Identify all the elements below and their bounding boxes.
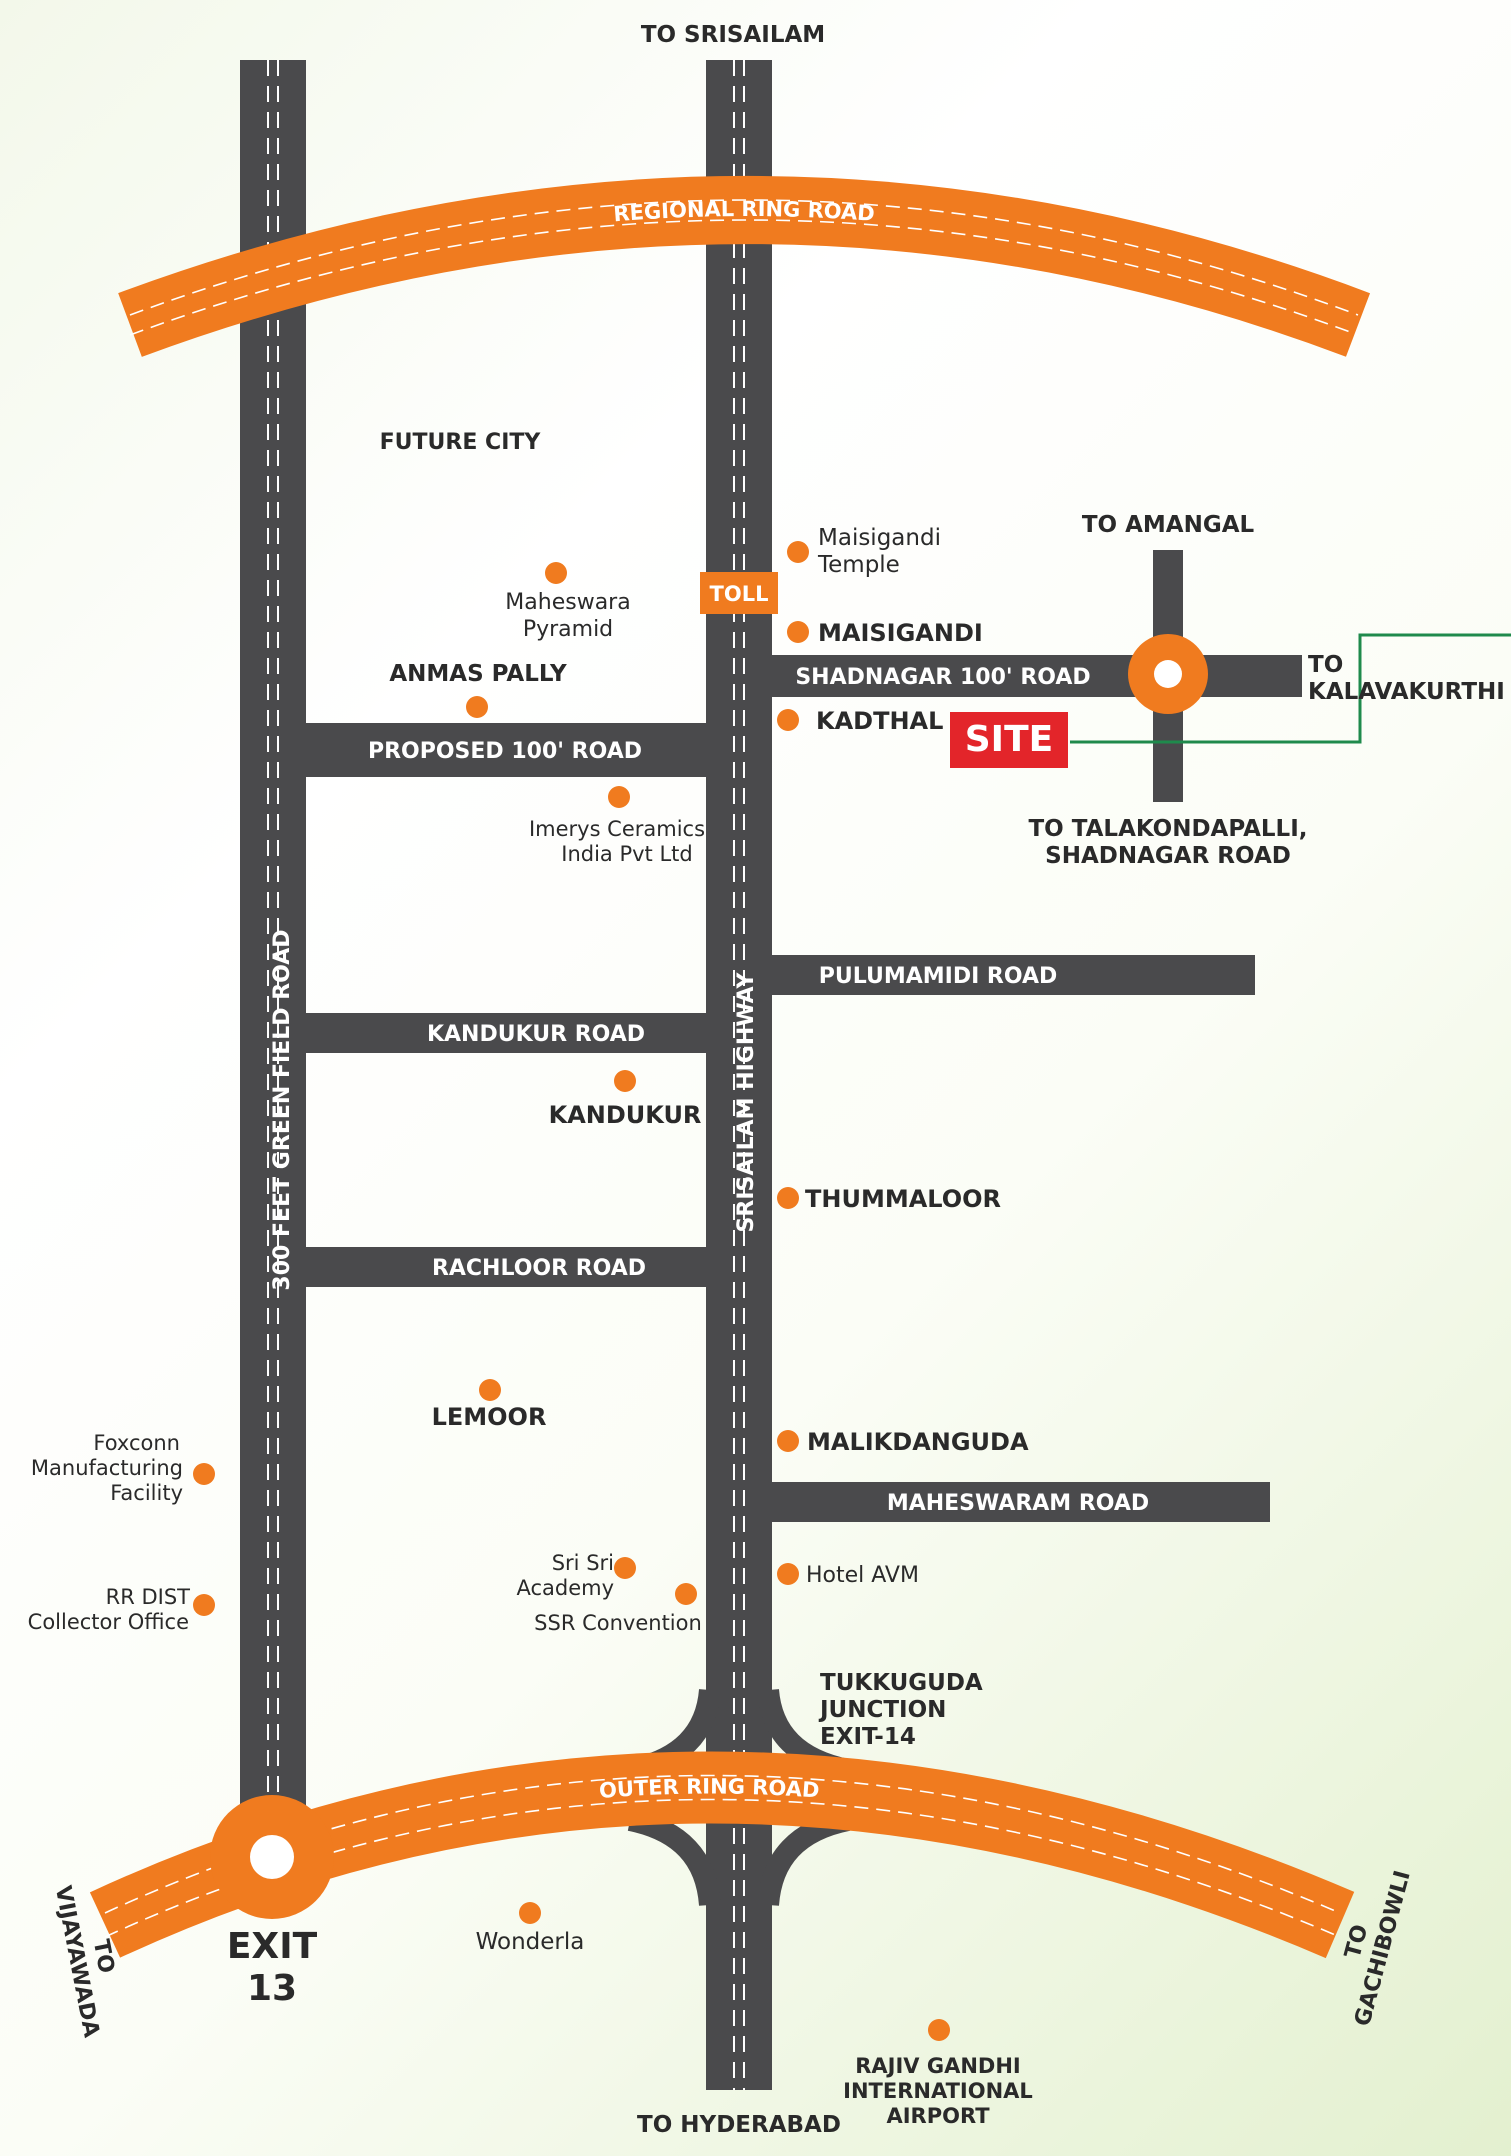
lemoor-label: LEMOOR <box>432 1403 547 1431</box>
imerys-dot-icon <box>608 786 630 808</box>
direction-kalavakurthi-line1: TO <box>1308 652 1343 678</box>
foxconn-label-line3: Facility <box>110 1481 183 1505</box>
direction-kalavakurthi-line2: KALAVAKURTHI <box>1308 679 1505 705</box>
rr-dist-dot-icon <box>193 1594 215 1616</box>
sri-sri-label-line2: Academy <box>516 1576 614 1600</box>
maisigandi-temple-dot-icon <box>787 541 809 563</box>
airport-dot-icon <box>928 2019 950 2041</box>
exit-13-label-line1: EXIT <box>227 1926 318 1967</box>
exit-13-roundabout-icon <box>210 1795 334 1919</box>
shadnagar-100-road-label: SHADNAGAR 100' ROAD <box>795 665 1090 690</box>
foxconn-dot-icon <box>193 1463 215 1485</box>
maisigandi-dot-icon <box>787 621 809 643</box>
pulumamidi-road-label: PULUMAMIDI ROAD <box>819 964 1058 989</box>
proposed-100-road <box>306 723 706 777</box>
rr-dist-label-line1: RR DIST <box>106 1585 191 1609</box>
green-field-road <box>240 60 306 1840</box>
green-field-road-label: 300 FEET GREEN FIELD ROAD <box>270 929 295 1290</box>
malikdanguda-dot-icon <box>777 1430 799 1452</box>
anmas-pally-dot-icon <box>466 696 488 718</box>
direction-talakondapalli-line2: SHADNAGAR ROAD <box>1045 843 1291 869</box>
thummaloor-label: THUMMALOOR <box>805 1185 1001 1213</box>
sri-sri-label-line1: Sri Sri <box>552 1551 614 1575</box>
maheswara-pyramid-label-line2: Pyramid <box>523 617 613 642</box>
shadnagar-100-road <box>772 655 1302 697</box>
rachloor-road <box>306 1247 706 1287</box>
ssr-convention-label: SSR Convention <box>534 1611 702 1635</box>
kandukur-road <box>306 1013 706 1053</box>
maheswaram-road-label: MAHESWARAM ROAD <box>887 1491 1149 1516</box>
kandukur-dot-icon <box>614 1070 636 1092</box>
imerys-label-line1: Imerys Ceramics <box>529 817 705 841</box>
future-city-label: FUTURE CITY <box>380 430 542 455</box>
direction-south: TO HYDERABAD <box>637 2112 841 2138</box>
outer-ring-road-label: OUTER RING ROAD <box>598 1774 820 1803</box>
tukkuguda-label-line3: EXIT-14 <box>820 1724 916 1750</box>
toll-marker: TOLL <box>700 572 778 614</box>
kadthal-label: KADTHAL <box>816 707 943 735</box>
maisigandi-label: MAISIGANDI <box>818 619 983 647</box>
ssr-convention-dot-icon <box>675 1583 697 1605</box>
lemoor-dot-icon <box>479 1379 501 1401</box>
toll-label: TOLL <box>710 582 769 606</box>
anmas-pally-label: ANMAS PALLY <box>389 661 567 687</box>
amangal-roundabout-icon <box>1128 634 1208 714</box>
imerys-label-line2: India Pvt Ltd <box>561 842 692 866</box>
rachloor-road-label: RACHLOOR ROAD <box>432 1256 646 1281</box>
sri-sri-dot-icon <box>614 1557 636 1579</box>
pulumamidi-road <box>772 955 1255 995</box>
kandukur-label: KANDUKUR <box>549 1101 702 1129</box>
site-label: SITE <box>965 719 1053 760</box>
airport-label-line3: AIRPORT <box>886 2104 990 2128</box>
direction-vijayawada-line1: TO <box>88 1938 119 1976</box>
site-connector-line <box>1070 633 1511 744</box>
airport-label-line1: RAJIV GANDHI <box>855 2054 1021 2078</box>
direction-amangal: TO AMANGAL <box>1082 512 1255 538</box>
direction-talakondapalli-line1: TO TALAKONDAPALLI, <box>1028 816 1307 842</box>
hotel-avm-label: Hotel AVM <box>806 1563 919 1588</box>
srisailam-highway-label: SRISAILAM HIGHWAY <box>734 971 759 1232</box>
maheswara-pyramid-label-line1: Maheswara <box>505 590 630 615</box>
tukkuguda-label-line2: JUNCTION <box>818 1697 946 1723</box>
proposed-100-road-label: PROPOSED 100' ROAD <box>368 739 642 764</box>
maheswaram-road <box>772 1482 1270 1522</box>
maisigandi-temple-label-line2: Temple <box>817 552 900 578</box>
foxconn-label-line2: Manufacturing <box>31 1456 183 1480</box>
wonderla-dot-icon <box>519 1902 541 1924</box>
site-marker[interactable]: SITE <box>950 712 1068 768</box>
airport-label-line2: INTERNATIONAL <box>843 2079 1033 2103</box>
maisigandi-temple-label-line1: Maisigandi <box>818 525 941 551</box>
foxconn-label-line1: Foxconn <box>93 1431 180 1455</box>
maheswara-pyramid-dot-icon <box>545 562 567 584</box>
tukkuguda-label-line1: TUKKUGUDA <box>820 1670 983 1696</box>
thummaloor-dot-icon <box>777 1187 799 1209</box>
kadthal-dot-icon <box>777 709 799 731</box>
wonderla-label: Wonderla <box>476 1929 585 1955</box>
malikdanguda-label: MALIKDANGUDA <box>807 1428 1029 1456</box>
direction-north: TO SRISAILAM <box>641 22 825 48</box>
hotel-avm-dot-icon <box>777 1563 799 1585</box>
exit-13-label-line2: 13 <box>247 1968 297 2009</box>
rr-dist-label-line2: Collector Office <box>28 1610 189 1634</box>
kandukur-road-label: KANDUKUR ROAD <box>427 1022 645 1047</box>
